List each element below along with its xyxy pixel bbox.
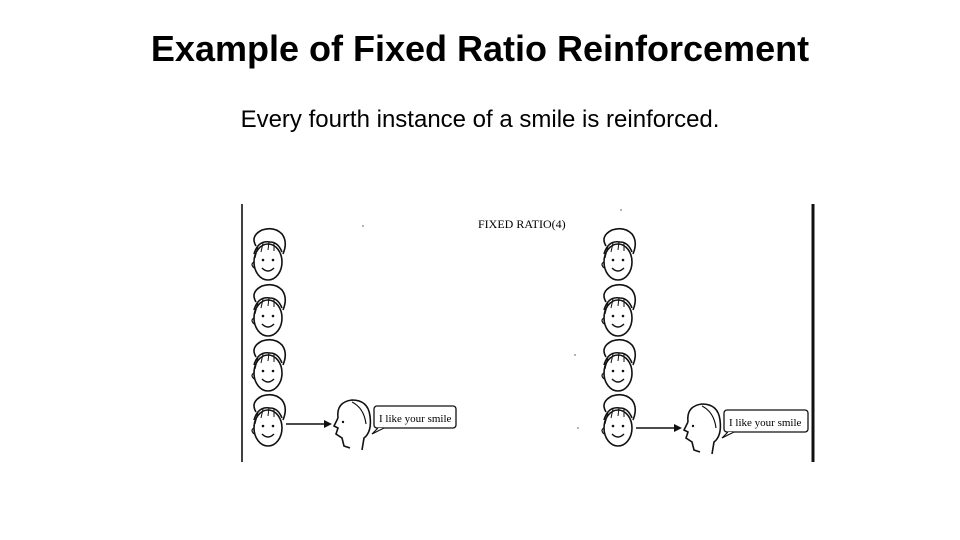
arrow-right-icon: [636, 424, 682, 432]
fixed-ratio-diagram: FIXED RATIO(4) I like your smile: [241, 204, 815, 462]
smiling-child-face-icon: [251, 227, 287, 281]
arrow-right-icon: [286, 420, 332, 428]
speech-text-right: I like your smile: [729, 417, 802, 429]
speech-bubble-right: I like your smile: [721, 409, 809, 439]
smiling-child-face-icon: [601, 338, 637, 392]
fixed-ratio-figure: FIXED RATIO(4) I like your smile: [238, 200, 818, 465]
slide-title: Example of Fixed Ratio Reinforcement: [150, 28, 810, 69]
smiling-child-face-icon: [251, 338, 287, 392]
slide-subtitle: Every fourth instance of a smile is rein…: [240, 106, 720, 133]
smiling-child-face-icon: [601, 393, 637, 447]
speech-text-left: I like your smile: [379, 413, 452, 425]
smiling-child-face-icon: [251, 393, 287, 447]
adult-profile-head-icon: [333, 399, 372, 451]
smiling-child-face-icon: [251, 283, 287, 337]
adult-profile-head-icon: [683, 403, 722, 455]
smiling-child-face-icon: [601, 283, 637, 337]
smiling-child-face-icon: [601, 227, 637, 281]
speech-bubble-left: I like your smile: [371, 405, 457, 435]
figure-label: FIXED RATIO(4): [478, 217, 566, 231]
